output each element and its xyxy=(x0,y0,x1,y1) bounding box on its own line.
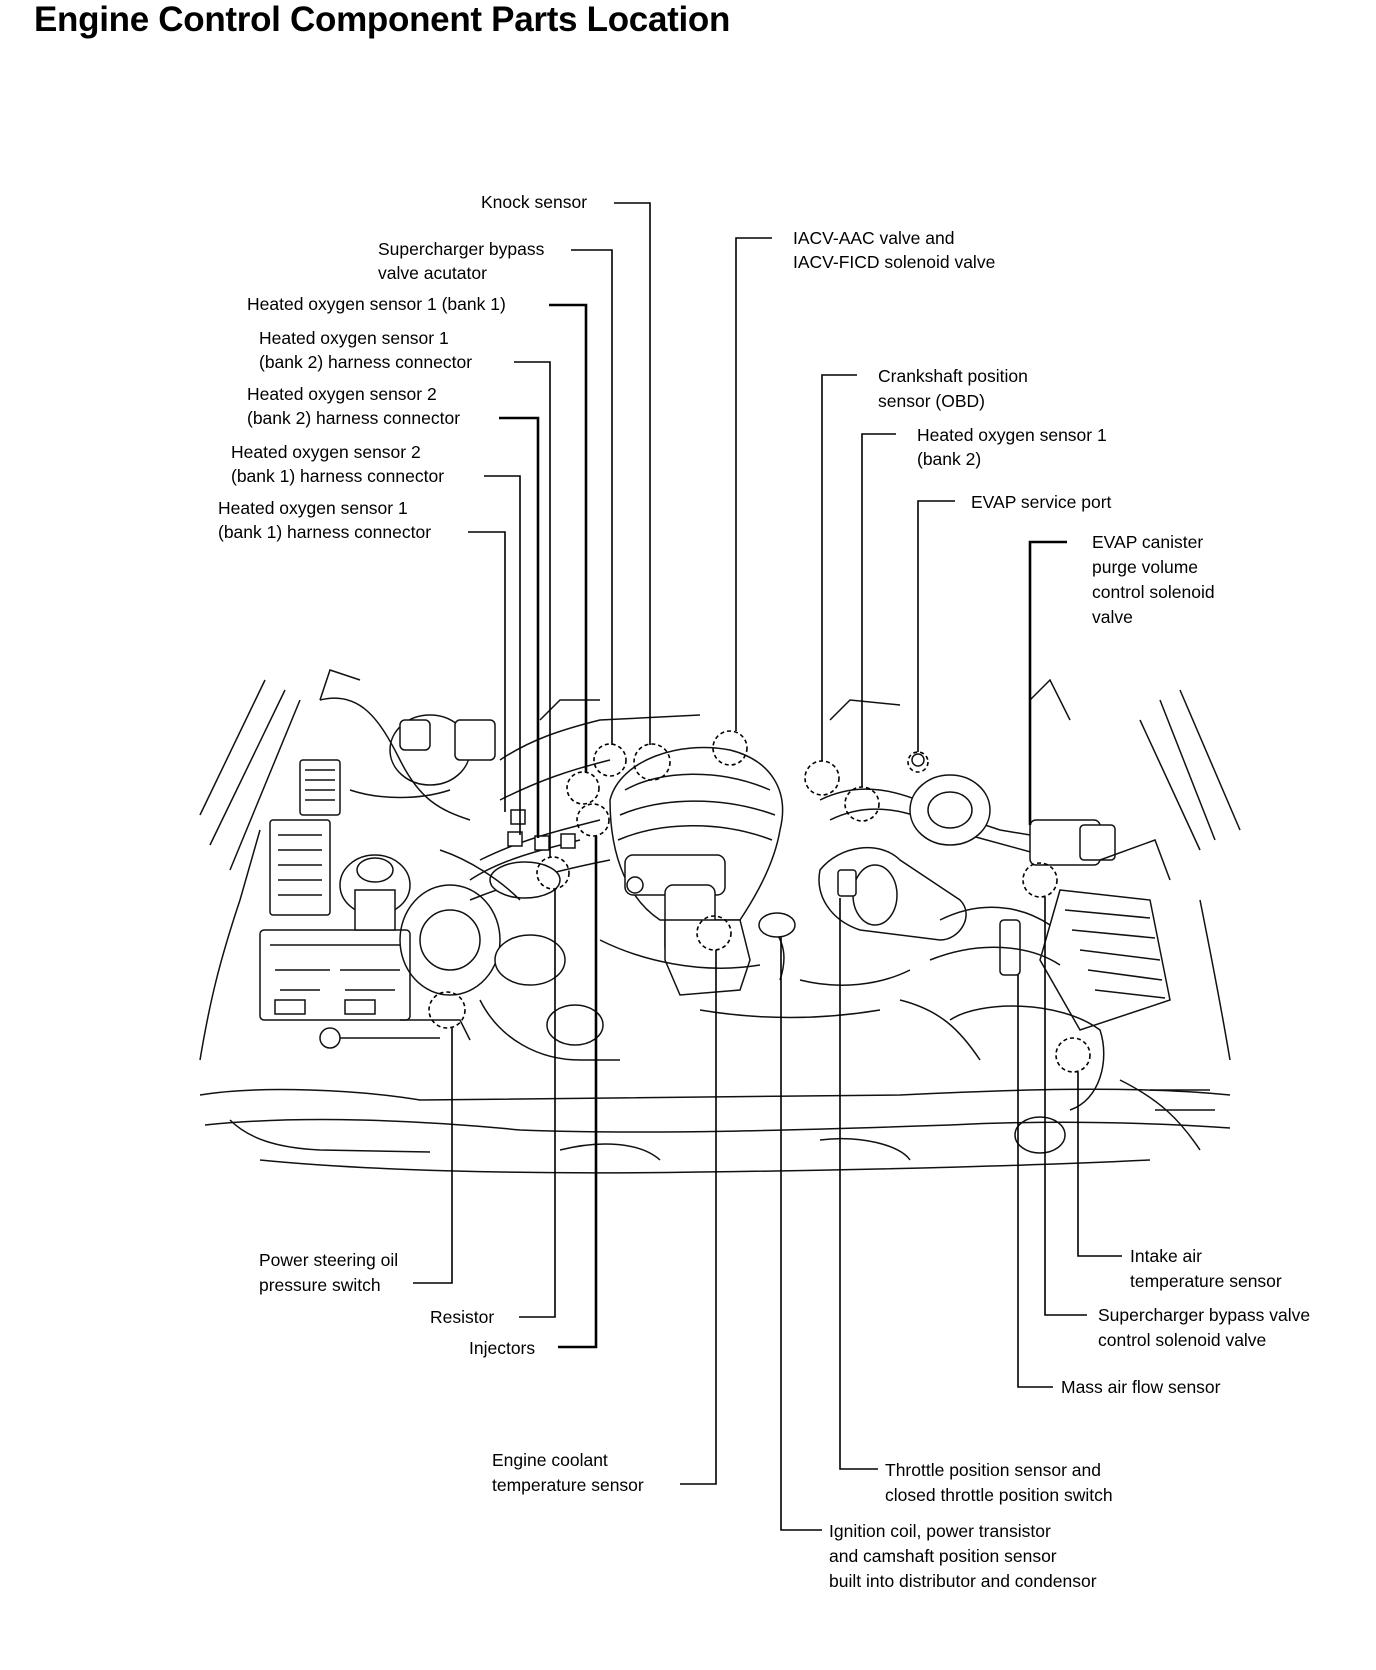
label-injectors: Injectors xyxy=(469,1338,536,1358)
label-iacv-line2: IACV-FICD solenoid valve xyxy=(793,252,996,272)
label-ho2s2-b1-connector-line1: Heated oxygen sensor 2 xyxy=(231,442,421,462)
label-evap-service-port: EVAP service port xyxy=(971,492,1112,512)
label-sc-bypass-actuator-line2: valve acutator xyxy=(378,263,487,283)
label-ho2s1-b2-connector-line1: Heated oxygen sensor 1 xyxy=(259,328,449,348)
label-evap-canister-line1: EVAP canister xyxy=(1092,532,1204,552)
label-ect-line2: temperature sensor xyxy=(492,1475,644,1495)
marker-ps-switch xyxy=(428,991,466,1029)
label-ho2s1-b2-connector-line2: (bank 2) harness connector xyxy=(259,352,473,372)
marker-resistor xyxy=(536,856,570,890)
label-ho2s2-b1-connector-line2: (bank 1) harness connector xyxy=(231,466,445,486)
marker-iacv xyxy=(712,730,748,766)
label-ho2s1-b1-connector-line2: (bank 1) harness connector xyxy=(218,522,432,542)
marker-sc-solenoid xyxy=(1022,862,1058,898)
label-iat-line1: Intake air xyxy=(1130,1246,1202,1266)
label-ho2s2-b2-connector-line2: (bank 2) harness connector xyxy=(247,408,461,428)
marker-ho2s1-b1 xyxy=(566,771,600,805)
marker-ckp xyxy=(804,760,840,796)
label-ho2s1-bank1: Heated oxygen sensor 1 (bank 1) xyxy=(247,294,506,314)
page-title: Engine Control Component Parts Location xyxy=(34,0,731,39)
label-iacv-line1: IACV-AAC valve and xyxy=(793,228,955,248)
leader-lines xyxy=(413,202,1122,1531)
marker-iat xyxy=(1055,1037,1091,1073)
label-ho2s1-b2-line2: (bank 2) xyxy=(917,449,982,469)
label-evap-canister-line2: purge volume xyxy=(1092,557,1199,577)
label-ho2s1-b2-line1: Heated oxygen sensor 1 xyxy=(917,425,1107,445)
label-ps-switch-line2: pressure switch xyxy=(259,1275,381,1295)
label-ignition-line3: built into distributor and condensor xyxy=(829,1571,1097,1591)
marker-injectors xyxy=(576,803,610,837)
label-ignition-line2: and camshaft position sensor xyxy=(829,1546,1057,1566)
label-tps-line1: Throttle position sensor and xyxy=(885,1460,1101,1480)
label-sc-bypass-solenoid-line2: control solenoid valve xyxy=(1098,1330,1267,1350)
label-ho2s1-b1-connector-line1: Heated oxygen sensor 1 xyxy=(218,498,408,518)
label-ckp-line2: sensor (OBD) xyxy=(878,391,985,411)
marker-ho2s1-b2 xyxy=(844,786,880,822)
marker-knock-sensor xyxy=(633,743,671,781)
marker-evap-port xyxy=(907,751,929,773)
label-knock-sensor: Knock sensor xyxy=(481,192,588,212)
label-tps-line2: closed throttle position switch xyxy=(885,1485,1113,1505)
label-sc-bypass-actuator-line1: Supercharger bypass xyxy=(378,239,545,259)
engine-bay-drawing xyxy=(199,669,1241,1174)
marker-ect xyxy=(696,915,732,951)
label-maf: Mass air flow sensor xyxy=(1061,1377,1221,1397)
label-ect-line1: Engine coolant xyxy=(492,1450,608,1470)
label-ignition-line1: Ignition coil, power transistor xyxy=(829,1521,1051,1541)
label-resistor: Resistor xyxy=(430,1307,495,1327)
label-sc-bypass-solenoid-line1: Supercharger bypass valve xyxy=(1098,1305,1311,1325)
marker-sc-bypass-actuator xyxy=(593,743,627,777)
label-ho2s2-b2-connector-line1: Heated oxygen sensor 2 xyxy=(247,384,437,404)
label-iat-line2: temperature sensor xyxy=(1130,1271,1282,1291)
label-ps-switch-line1: Power steering oil xyxy=(259,1250,399,1270)
label-evap-canister-line4: valve xyxy=(1092,607,1133,627)
label-evap-canister-line3: control solenoid xyxy=(1092,582,1215,602)
label-ckp-line1: Crankshaft position xyxy=(878,366,1028,386)
